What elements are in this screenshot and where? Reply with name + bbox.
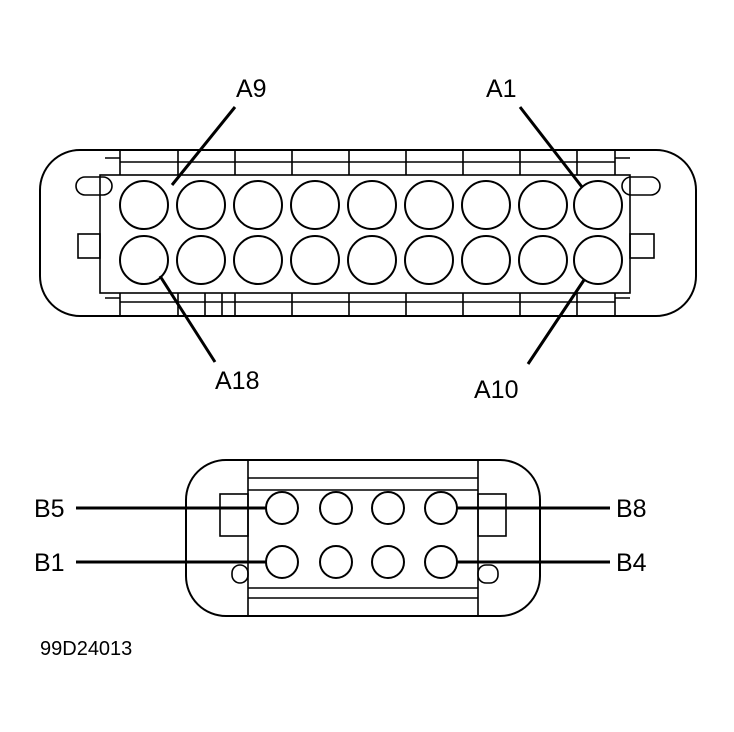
pin-b6 (319, 491, 353, 525)
pin-a9 (119, 180, 169, 230)
pin-b3 (371, 545, 405, 579)
pin-a10 (573, 235, 623, 285)
pin-a14 (347, 235, 397, 285)
connector-a-bottom-pins (119, 235, 623, 285)
label-a18: A18 (215, 367, 259, 395)
pin-a16 (233, 235, 283, 285)
label-a9: A9 (236, 75, 267, 103)
pin-b5 (265, 491, 299, 525)
connector-b-body (247, 460, 479, 616)
connector-b-housing (185, 459, 541, 617)
pin-a1 (573, 180, 623, 230)
pin-a17 (176, 235, 226, 285)
connector-a-top-pins (119, 180, 623, 230)
label-b1: B1 (34, 549, 65, 577)
connector-b: B5 B1 B8 B4 (34, 459, 647, 617)
connector-a-left-tab (77, 233, 101, 259)
connector-a-housing (39, 149, 697, 317)
connector-b-top-pins (265, 491, 458, 525)
connector-a-right-tab (629, 233, 655, 259)
pin-a11 (518, 235, 568, 285)
connector-a-bottom-flange (105, 293, 630, 316)
pin-a4 (404, 180, 454, 230)
connector-b-bottom-pins (265, 545, 458, 579)
pin-a8 (176, 180, 226, 230)
pin-b2 (319, 545, 353, 579)
pin-a12 (461, 235, 511, 285)
pin-b4 (424, 545, 458, 579)
connector-a-top-flange (105, 150, 630, 175)
pin-a5 (347, 180, 397, 230)
pin-b8 (424, 491, 458, 525)
label-b5: B5 (34, 495, 65, 523)
pin-a13 (404, 235, 454, 285)
pin-a3 (461, 180, 511, 230)
leader-a18 (158, 275, 217, 363)
figure-code: 99D24013 (40, 638, 132, 660)
label-b4: B4 (616, 549, 647, 577)
label-a1: A1 (486, 75, 517, 103)
connector-a: A9 A1 A18 A10 (39, 75, 697, 404)
pin-a15 (290, 235, 340, 285)
pin-b7 (371, 491, 405, 525)
connector-a-right-slot (621, 176, 661, 196)
leader-a9 (170, 106, 237, 186)
label-b8: B8 (616, 495, 647, 523)
pin-a2 (518, 180, 568, 230)
pin-a7 (233, 180, 283, 230)
connector-b-right-slot (477, 564, 499, 584)
leader-a1 (518, 106, 584, 188)
label-a10: A10 (474, 376, 518, 404)
pin-a6 (290, 180, 340, 230)
leader-a10 (526, 279, 586, 365)
pin-b1 (265, 545, 299, 579)
connector-b-right-tab (477, 493, 507, 537)
connector-b-left-tab (219, 493, 249, 537)
connector-b-left-slot (231, 564, 249, 584)
pin-a18 (119, 235, 169, 285)
connector-a-left-slot (75, 176, 113, 196)
